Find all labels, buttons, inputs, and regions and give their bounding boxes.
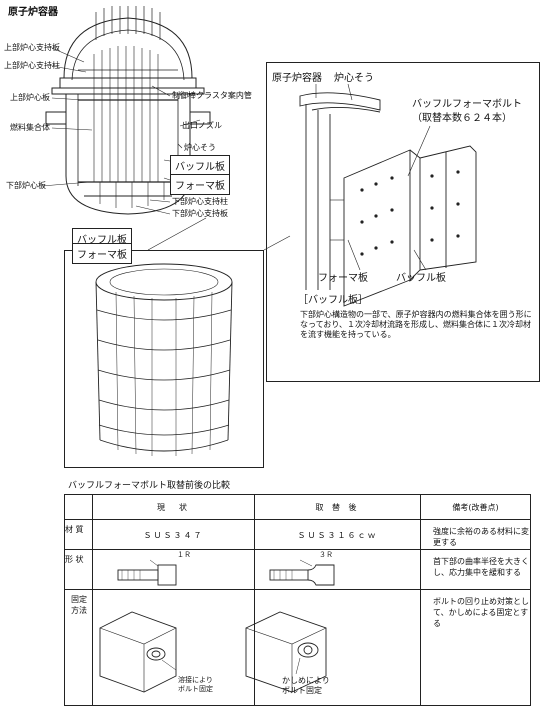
detail-bolt-count: （取替本数６２４本） bbox=[412, 113, 512, 124]
fixing-remark: ボルトの回り止め対策として、かしめによる固定とする bbox=[420, 589, 531, 706]
detail-note-text: 下部炉心構造物の一部で、原子炉容器内の燃料集合体を囲う形になっており、１次冷却材… bbox=[300, 310, 532, 339]
label-lower-core-support-plate: 下部炉心支持板 bbox=[172, 209, 228, 218]
label-upper-core-plate: 上部炉心板 bbox=[10, 93, 50, 102]
shape-after-dim: ３Ｒ bbox=[319, 551, 333, 559]
detail-baffle-plate-label: バッフル板 bbox=[396, 273, 446, 284]
detail-former-plate-label: フォーマ板 bbox=[318, 273, 368, 284]
label-former-plate: フォーマ板 bbox=[170, 174, 230, 195]
detail-core-barrel-label: 炉心そう bbox=[334, 73, 374, 84]
label-upper-core-support-plate: 上部炉心支持板 bbox=[4, 43, 60, 52]
bolt-detail-panel bbox=[266, 62, 540, 382]
comparison-title: バッフルフォーマボルト取替前後の比較 bbox=[68, 481, 231, 491]
fixing-after-caption: かしめにより ボルト固定 bbox=[282, 676, 330, 695]
assembly-label-former-plate: フォーマ板 bbox=[72, 243, 132, 264]
table-row-fixing: 固定方法 ボルトの回り止め対策として、かしめによる固定とする bbox=[64, 589, 531, 706]
fixing-after bbox=[254, 589, 421, 706]
detail-note-title: ［バッフル板］ bbox=[298, 295, 368, 306]
shape-remark: 首下部の曲率半径を大きくし、応力集中を緩和する bbox=[420, 549, 531, 590]
fixing-before-caption: 溶接により ボルト固定 bbox=[178, 676, 213, 693]
comparison-table: 現 状 取 替 後 備考(改善点) 材 質 ＳＵＳ３４７ ＳＵＳ３１６ｃｗ 強度… bbox=[64, 494, 531, 706]
label-lower-core-support-column: 下部炉心支持柱 bbox=[172, 197, 228, 206]
shape-before: １Ｒ bbox=[92, 549, 255, 590]
row-label-fixing: 固定方法 bbox=[64, 589, 93, 706]
shape-before-dim: １Ｒ bbox=[177, 551, 191, 559]
detail-bolt-title: バッフルフォーマボルト bbox=[412, 99, 522, 110]
label-core-barrel: 炉心そう bbox=[184, 143, 216, 152]
label-control-rod-guide-tube: 制御棒クラスタ案内管 bbox=[172, 91, 252, 100]
material-before: ＳＵＳ３４７ bbox=[92, 519, 255, 550]
row-label-shape: 形 状 bbox=[64, 549, 93, 590]
table-row-material: 材 質 ＳＵＳ３４７ ＳＵＳ３１６ｃｗ 強度に余裕のある材料に変更する bbox=[64, 519, 531, 550]
page-title: 原子炉容器 bbox=[8, 7, 58, 18]
label-outlet-nozzle: 出口ノズル bbox=[182, 121, 222, 130]
label-upper-core-support-column: 上部炉心支持柱 bbox=[4, 61, 60, 70]
label-lower-core-plate: 下部炉心板 bbox=[6, 181, 46, 190]
label-fuel-assembly: 燃料集合体 bbox=[10, 123, 50, 132]
table-row-shape: 形 状 １Ｒ ３Ｒ 首下部の曲率半径を大きくし、応力集中を緩和する bbox=[64, 549, 531, 590]
baffle-assembly-panel bbox=[64, 250, 264, 468]
shape-after: ３Ｒ bbox=[254, 549, 421, 590]
fixing-before bbox=[92, 589, 255, 706]
header-remark: 備考(改善点) bbox=[420, 494, 531, 520]
detail-reactor-vessel-label: 原子炉容器 bbox=[272, 73, 322, 84]
